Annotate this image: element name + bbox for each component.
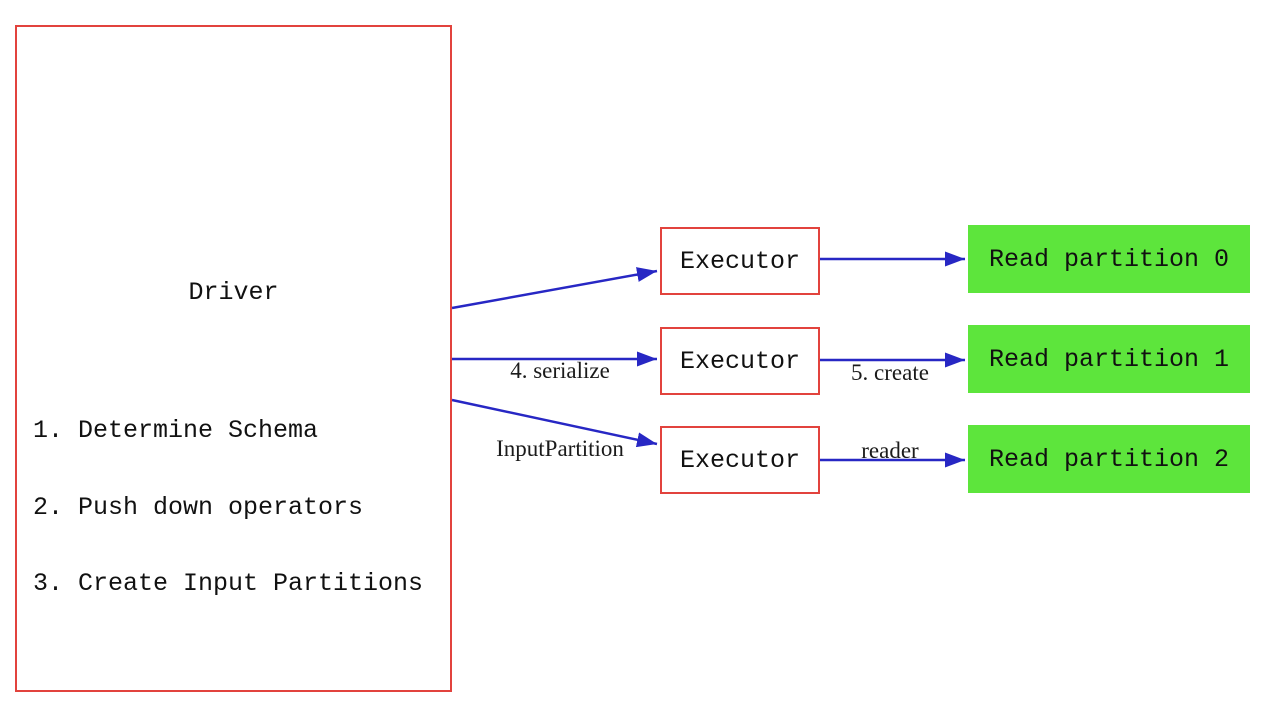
- executor-box-2: Executor: [660, 426, 820, 494]
- create-reader-label-line-1: 5. create: [851, 360, 929, 385]
- driver-step-1: 1. Determine Schema: [33, 416, 319, 445]
- read-partition-box-1: Read partition 1: [968, 325, 1250, 393]
- serialize-label-line-1: 4. serialize: [510, 358, 610, 383]
- driver-step-3: 3. Create Input Partitions: [33, 569, 424, 598]
- create-reader-label-line-2: reader: [861, 438, 919, 463]
- create-reader-label: 5. create reader: [820, 308, 960, 516]
- serialize-inputpartition-label: 4. serialize InputPartition: [454, 306, 666, 514]
- executor-box-0: Executor: [660, 227, 820, 295]
- read-partition-box-2: Read partition 2: [968, 425, 1250, 493]
- driver-title: Driver: [188, 278, 279, 307]
- arrow-driver-to-executor-0: [451, 267, 658, 310]
- serialize-label-line-2: InputPartition: [496, 436, 624, 461]
- driver-steps: 1. Determine Schema 2. Push down operato…: [33, 367, 423, 648]
- read-partition-box-0: Read partition 0: [968, 225, 1250, 293]
- executor-box-1: Executor: [660, 327, 820, 395]
- driver-step-2: 2. Push down operators: [33, 492, 364, 522]
- driver-box: Driver 1. Determine Schema 2. Push down …: [15, 25, 452, 692]
